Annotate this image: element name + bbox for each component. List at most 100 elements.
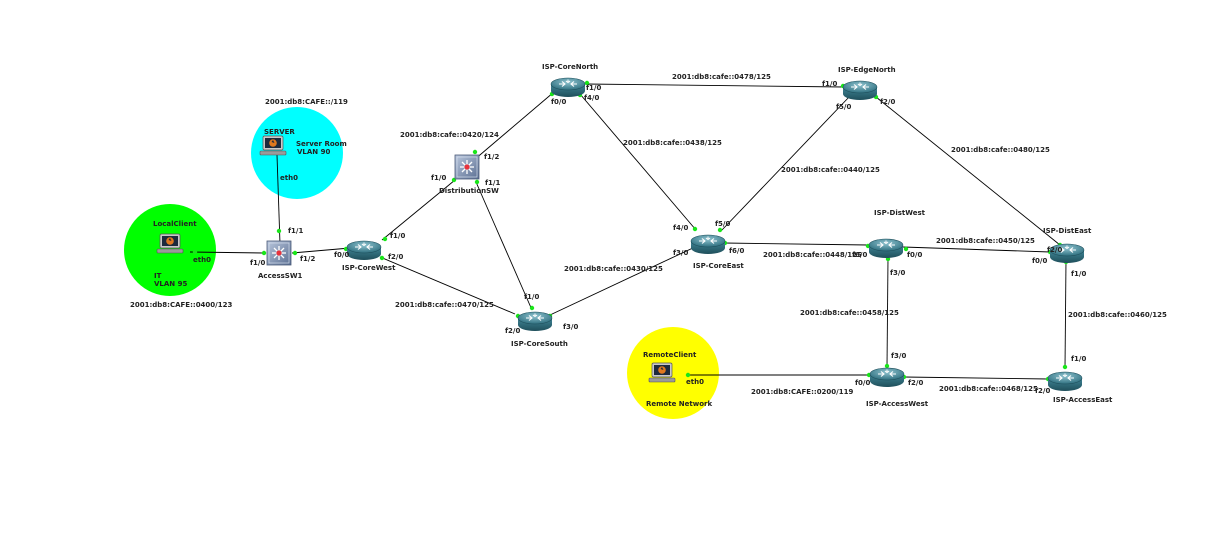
remote-client-port-label: eth0 [686,378,704,386]
port-label: f0/0 [551,98,566,106]
port-label: f2/0 [908,379,923,387]
port-label: f3/0 [563,323,578,331]
server-vlan-label: VLAN 90 [297,148,330,156]
port-label: f3/0 [673,249,688,257]
link-coreeast-coresouth [549,246,696,316]
port-label: f1/0 [822,80,837,88]
isp-dist-east-label: ISP-DistEast [1043,227,1092,235]
link-distsw-coresouth [475,181,533,311]
link-subnet-label: 2001:db8:cafe::0480/125 [951,146,1050,154]
port-label: f3/0 [890,269,905,277]
link-corewest-distsw [381,179,456,241]
link-distsw-corenorth [473,91,555,161]
link-corenorth-coreeast [579,93,697,231]
isp-edge-north-label: ISP-EdgeNorth [838,66,896,74]
isp-access-east-label: ISP-AccessEast [1053,396,1113,404]
link-disteast-accesseast [1064,259,1067,369]
remote-client-pc-icon[interactable] [648,362,676,383]
port-label: f6/0 [729,247,744,255]
link-local-sw1 [189,251,265,254]
isp-core-south-router-icon[interactable] [517,311,553,332]
port-label: f2/0 [1047,246,1062,254]
port-label: f1/0 [524,293,539,301]
port-label: f2/0 [880,98,895,106]
isp-dist-west-router-icon[interactable] [868,238,904,259]
isp-access-east-router-icon[interactable] [1047,371,1083,392]
link-subnet-label: 2001:db8:cafe::0430/125 [564,265,663,273]
isp-core-west-label: ISP-CoreWest [342,264,396,272]
server-room-label: Server Room [296,140,347,148]
local-client-name-label: LocalClient [153,220,197,228]
remote-client-name-label: RemoteClient [643,351,697,359]
isp-core-east-router-icon[interactable] [690,234,726,255]
link-subnet-label: 2001:db8:cafe::0438/125 [623,139,722,147]
local-client-pc-icon[interactable] [156,233,184,254]
port-label: f1/0 [390,232,405,240]
port-label: f2/0 [1035,387,1050,395]
link-distwest-accesswest [886,257,889,368]
access-sw1-label: AccessSW1 [258,272,303,280]
port-label: f1/0 [250,259,265,267]
access-sw1-switch-icon[interactable] [266,240,292,266]
port-label: f6/0 [852,251,867,259]
port-label: f5/0 [715,220,730,228]
link-subnet-label: 2001:db8:cafe::0440/125 [781,166,880,174]
isp-edge-north-router-icon[interactable] [842,80,878,101]
port-label: f1/1 [288,227,303,235]
link-subnet-label: 2001:db8:cafe::0448/125 [763,251,862,259]
link-endpoints [192,80,1069,382]
link-subnet-label: 2001:db8:cafe::0468/125 [939,385,1038,393]
server-zone-circle [251,107,343,199]
isp-dist-west-label: ISP-DistWest [874,209,926,217]
remote-zone-circle [627,327,719,419]
port-label: f0/0 [334,251,349,259]
port-label: f0/0 [907,251,922,259]
isp-access-west-router-icon[interactable] [869,367,905,388]
link-subnet-label: 2001:db8:cafe::0478/125 [672,73,771,81]
link-subnet-label: 2001:db8:cafe::0450/125 [936,237,1035,245]
port-label: f2/0 [505,327,520,335]
link-coreeast-edgenorth [720,95,851,232]
remote-network-label: Remote Network [646,400,712,408]
port-label: f4/0 [584,94,599,102]
port-label: f4/0 [673,224,688,232]
link-distwest-disteast [902,246,1051,253]
port-label: f0/0 [855,379,870,387]
isp-core-west-router-icon[interactable] [346,240,382,261]
link-subnet-label: 2001:db8:cafe::0460/125 [1068,311,1167,319]
distribution-sw-label: DistributionSW [439,187,499,195]
port-label: f0/0 [1032,257,1047,265]
link-subnet-label: 2001:db8:CAFE::0200/119 [751,388,853,396]
link-sw1-corewest [291,247,351,254]
server-pc-icon[interactable] [259,135,287,156]
server-subnet-label: 2001:db8:CAFE::/119 [265,98,348,106]
server-port-label: eth0 [280,174,298,182]
link-subnet-label: 2001:db8:cafe::0420/124 [400,131,499,139]
isp-core-south-label: ISP-CoreSouth [511,340,568,348]
link-corenorth-edgenorth [584,83,845,88]
server-name-label: SERVER [264,128,295,136]
link-edgenorth-disteast [875,96,1061,246]
port-label: f5/0 [836,103,851,111]
isp-core-east-label: ISP-CoreEast [693,262,744,270]
local-subnet-label: 2001:db8:CAFE::0400/123 [130,301,232,309]
port-label: f1/0 [1071,355,1086,363]
port-label: f1/0 [586,84,601,92]
isp-core-north-label: ISP-CoreNorth [542,63,598,71]
port-label: f1/2 [484,153,499,161]
distribution-sw-switch-icon[interactable] [454,154,480,180]
link-accesswest-accesseast [903,376,1049,380]
isp-access-west-label: ISP-AccessWest [866,400,929,408]
port-label: f1/2 [300,255,315,263]
link-subnet-label: 2001:db8:cafe::0458/125 [800,309,899,317]
link-coreeast-distwest [723,242,869,246]
port-label: f1/1 [485,179,500,187]
port-label: f1/0 [431,174,446,182]
local-it-label: IT [154,272,162,280]
link-subnet-label: 2001:db8:cafe::0470/125 [395,301,494,309]
isp-core-north-router-icon[interactable] [550,77,586,98]
local-vlan-label: VLAN 95 [154,280,187,288]
port-label: f3/0 [891,352,906,360]
